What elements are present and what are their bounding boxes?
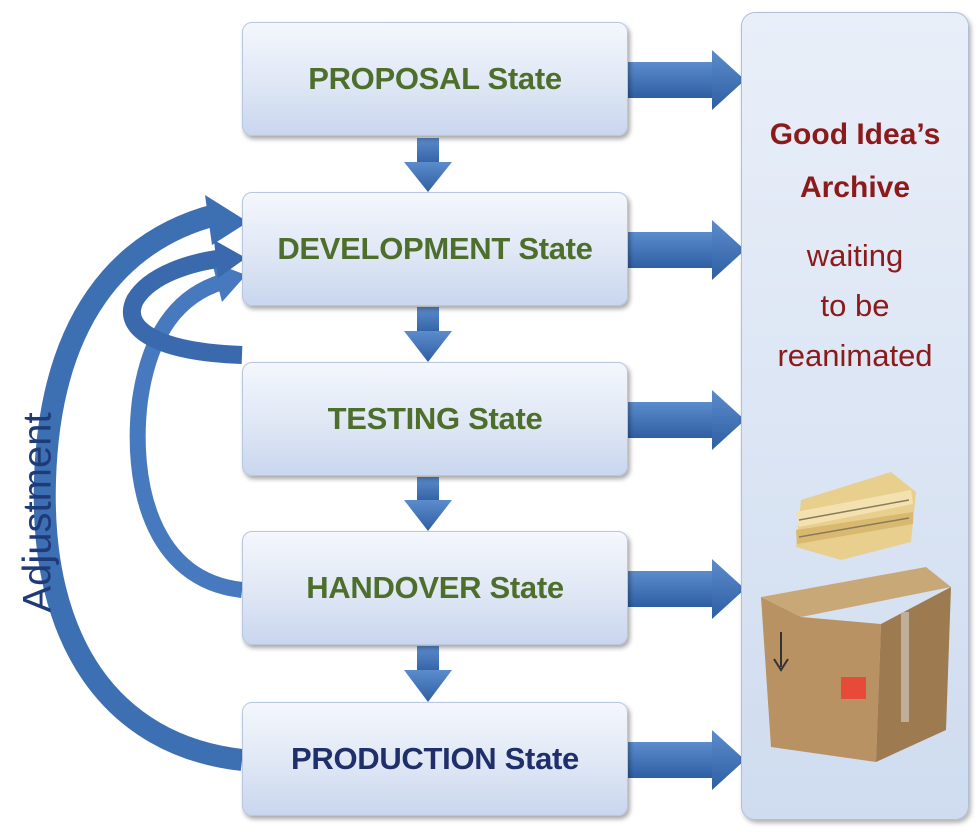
right-arrows — [628, 50, 745, 790]
archive-illustrations — [761, 472, 951, 762]
archive-title-line2: Archive — [799, 171, 911, 204]
down-arrow — [404, 477, 452, 531]
right-arrow — [628, 50, 745, 110]
state-handover: HANDOVER State — [242, 531, 628, 645]
adjustment-label: Adjustment — [15, 412, 60, 613]
right-arrow — [628, 730, 745, 790]
state-label: HANDOVER State — [306, 570, 564, 605]
archive-sub-line2: to be — [820, 288, 890, 323]
adjustment-arrow-handover-to-development — [129, 262, 246, 598]
adjustment-arrow-testing-to-development — [122, 240, 246, 364]
folders-stack-icon — [796, 472, 916, 560]
state-label: TESTING State — [327, 401, 543, 436]
state-production: PRODUCTION State — [242, 702, 628, 816]
down-arrows — [404, 138, 452, 702]
state-development: DEVELOPMENT State — [242, 192, 628, 306]
right-arrow — [628, 390, 745, 450]
archive-panel: Good Idea’s Archive waiting to be reanim… — [741, 12, 969, 820]
down-arrow — [404, 307, 452, 362]
state-testing: TESTING State — [242, 362, 628, 476]
right-arrow — [628, 559, 745, 619]
right-arrow — [628, 220, 745, 280]
cardboard-box-icon — [761, 567, 951, 762]
state-label: PRODUCTION State — [290, 741, 579, 776]
down-arrow — [404, 138, 452, 192]
down-arrow — [404, 646, 452, 702]
state-proposal: PROPOSAL State — [242, 22, 628, 136]
archive-sub-line1: waiting — [806, 238, 904, 273]
archive-title-line1: Good Idea’s — [769, 118, 941, 151]
adjustment-arrow-production-to-development — [33, 195, 248, 771]
state-label: DEVELOPMENT State — [277, 231, 593, 266]
archive-sub-line3: reanimated — [777, 338, 933, 373]
state-label: PROPOSAL State — [308, 61, 562, 96]
